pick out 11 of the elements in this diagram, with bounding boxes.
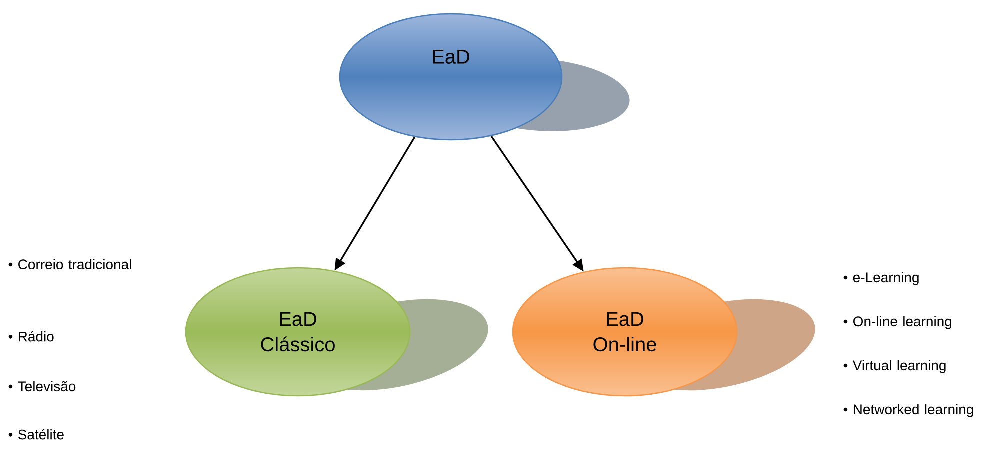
- bullet-item: • e-Learning: [844, 272, 919, 286]
- bullet-item: • Correio tradicional: [8, 259, 132, 270]
- bullet-item: • Satélite: [8, 429, 64, 440]
- ellipse-node: EaD Clássico: [185, 267, 411, 397]
- bullet-item: • Networked learning: [844, 404, 974, 418]
- ellipse-node: EaD: [339, 13, 563, 141]
- bullet-item: • Rádio: [8, 331, 54, 342]
- bullet-item: • Televisão: [8, 381, 76, 392]
- bullet-item: • Virtual learning: [844, 360, 946, 374]
- bullet-item: • On-line learning: [844, 316, 952, 330]
- ellipse-node: EaD On-line: [512, 267, 738, 397]
